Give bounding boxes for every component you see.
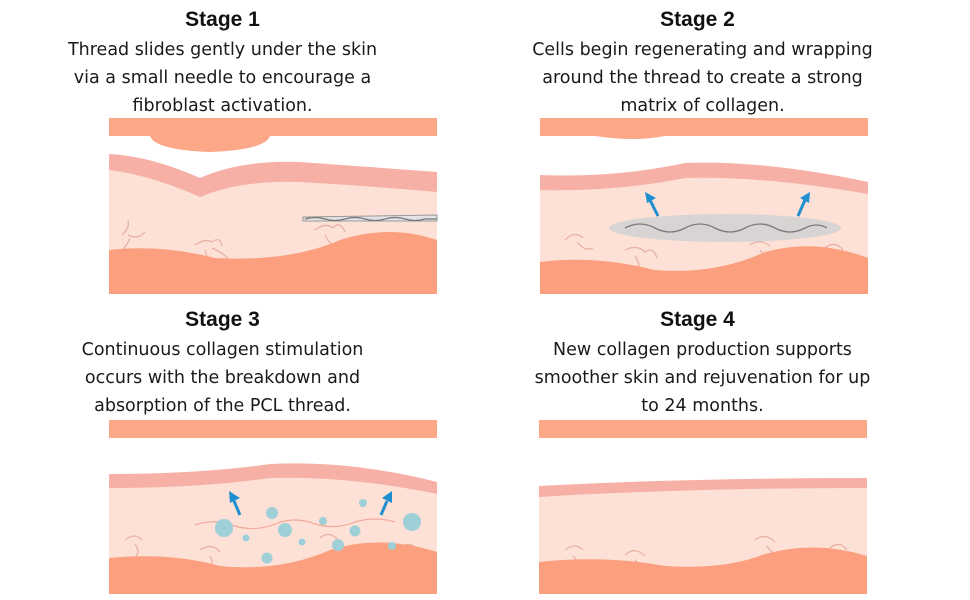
stage-4-description: New collagen production supports smoothe… bbox=[534, 340, 871, 416]
stage-3-panel: Stage 3 Continuous collagen stimulation … bbox=[0, 300, 485, 600]
stage-1-skin-illustration bbox=[109, 118, 438, 294]
skin-top-band bbox=[540, 118, 868, 139]
needle-with-thread bbox=[302, 214, 438, 222]
skin-top-band bbox=[109, 118, 437, 152]
deep-layer bbox=[109, 232, 437, 294]
stage-2-panel: Stage 2 Cells begin regenerating and wra… bbox=[485, 0, 970, 300]
stage-2-skin-illustration bbox=[540, 118, 868, 294]
stimulation-arrows bbox=[229, 491, 392, 516]
thread bbox=[624, 223, 828, 233]
epidermis-layer bbox=[539, 478, 867, 497]
regeneration-arrows bbox=[645, 192, 810, 217]
stage-2-title: Stage 2 bbox=[660, 8, 735, 31]
stage-3-skin-illustration bbox=[109, 420, 437, 594]
stage-4-panel: Stage 4 New collagen production supports… bbox=[485, 300, 970, 600]
stage-4-title: Stage 4 bbox=[660, 308, 735, 331]
deep-layer bbox=[109, 542, 437, 594]
skin-top-band bbox=[539, 420, 867, 438]
stage-4-skin-illustration bbox=[539, 420, 867, 594]
skin-top-band bbox=[109, 420, 437, 438]
stage-1-panel: Stage 1 Thread slides gently under the s… bbox=[0, 0, 485, 300]
stage-3-description: Continuous collagen stimulation occurs w… bbox=[81, 340, 364, 416]
deep-layer bbox=[539, 547, 867, 594]
stage-1-description: Thread slides gently under the skin via … bbox=[67, 40, 378, 116]
deep-layer bbox=[540, 246, 868, 294]
epidermis-layer bbox=[109, 154, 437, 197]
epidermis-layer bbox=[109, 463, 437, 494]
stage-1-title: Stage 1 bbox=[185, 8, 260, 31]
collagen-dots bbox=[215, 499, 421, 564]
stage-2-description: Cells begin regenerating and wrapping ar… bbox=[532, 40, 873, 116]
stage-3-title: Stage 3 bbox=[185, 308, 260, 331]
epidermis-layer bbox=[540, 162, 868, 194]
collagen-matrix bbox=[609, 214, 841, 242]
